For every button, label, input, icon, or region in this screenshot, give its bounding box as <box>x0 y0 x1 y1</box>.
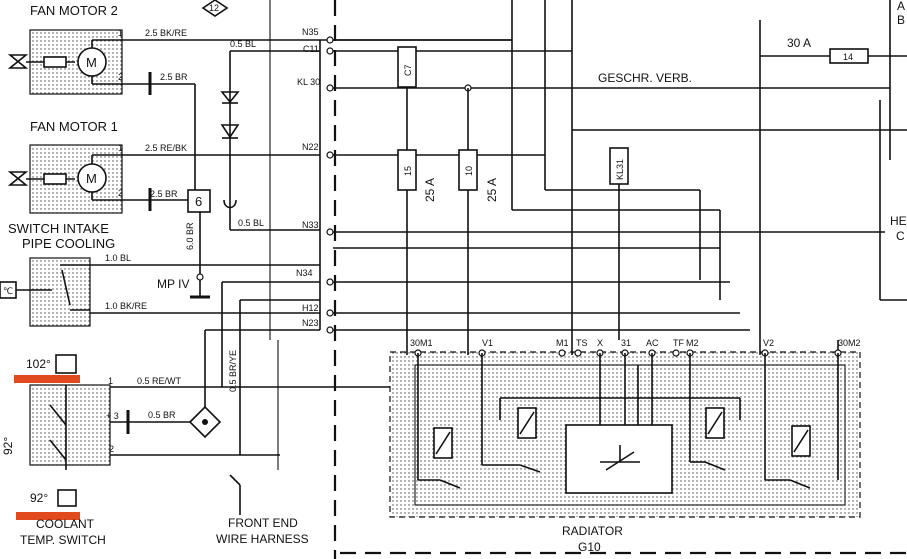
svg-text:92°: 92° <box>1 437 15 455</box>
svg-text:15: 15 <box>403 166 413 176</box>
svg-text:0.5 BR/YE: 0.5 BR/YE <box>228 350 238 392</box>
diode-chain: 0.5 BL 0.5 BL 12 <box>201 0 320 231</box>
svg-text:TS: TS <box>576 338 588 348</box>
svg-text:6: 6 <box>195 194 202 209</box>
svg-text:RADIATOR: RADIATOR <box>562 524 623 538</box>
temp-102-sensor-icon <box>55 354 77 374</box>
svg-text:KL31: KL31 <box>615 159 625 180</box>
intake-switch-body <box>29 257 91 327</box>
svg-text:25 A: 25 A <box>485 178 499 202</box>
temp-92-sensor-icon <box>57 489 77 507</box>
svg-text:C7: C7 <box>403 64 413 76</box>
svg-text:B: B <box>897 13 905 27</box>
switch-intake-pipe-cooling: SWITCH INTAKE PIPE COOLING ℃ 1.0 BL 1.0 … <box>0 221 320 327</box>
svg-text:1.0 BL: 1.0 BL <box>105 253 131 263</box>
svg-text:14: 14 <box>843 52 853 62</box>
plug-icon <box>223 199 237 209</box>
fuse-column: C7 15 25 A 10 25 A KL31 <box>397 46 629 340</box>
svg-text:0.5 BL: 0.5 BL <box>238 218 264 228</box>
svg-text:X: X <box>597 338 603 348</box>
fan-1-blade-icon <box>7 171 29 186</box>
svg-text:A: A <box>897 0 905 13</box>
coolant-temp-switch: 102° 1 0.5 RE/WT + 3 0.5 BR 2 92° 92° CO… <box>1 354 520 547</box>
svg-text:+ 3: + 3 <box>106 411 119 421</box>
fan-motor-2: FAN MOTOR 2 M 1 2 <box>7 3 123 95</box>
svg-text:30M1: 30M1 <box>410 338 433 348</box>
svg-text:V2: V2 <box>763 338 774 348</box>
svg-text:G10: G10 <box>578 540 601 554</box>
svg-text:0.5 BL: 0.5 BL <box>230 39 256 49</box>
svg-text:M1: M1 <box>556 338 569 348</box>
svg-text:N22: N22 <box>302 142 319 152</box>
ref-12-diamond <box>201 0 229 17</box>
svg-text:N34: N34 <box>296 268 313 278</box>
svg-text:PIPE COOLING: PIPE COOLING <box>22 236 115 251</box>
svg-text:COOLANT: COOLANT <box>36 517 95 531</box>
svg-text:2.5 RE/BK: 2.5 RE/BK <box>145 143 187 153</box>
svg-text:V1: V1 <box>482 338 493 348</box>
svg-text:M2: M2 <box>686 338 699 348</box>
svg-text:92°: 92° <box>30 491 48 505</box>
svg-text:M: M <box>86 171 97 186</box>
svg-text:30 A: 30 A <box>787 36 811 50</box>
svg-text:HE: HE <box>890 214 907 228</box>
svg-text:10: 10 <box>464 166 474 176</box>
ground-point-6 <box>187 189 211 213</box>
svg-text:2: 2 <box>118 188 123 198</box>
svg-text:TEMP. SWITCH: TEMP. SWITCH <box>20 533 106 547</box>
fan-motor-1: FAN MOTOR 1 M 1 2 <box>7 119 123 214</box>
svg-text:KL 30: KL 30 <box>297 77 320 87</box>
svg-text:2.5 BR: 2.5 BR <box>150 189 178 199</box>
diode-1-icon <box>220 91 240 104</box>
fan-motor-2-label: FAN MOTOR 2 <box>30 3 118 18</box>
svg-text:TF: TF <box>673 338 684 348</box>
highlight-102 <box>14 375 80 383</box>
svg-text:0.5 BR: 0.5 BR <box>148 410 176 420</box>
svg-text:℃: ℃ <box>3 286 13 296</box>
svg-text:12: 12 <box>209 3 219 13</box>
svg-text:H12: H12 <box>302 303 319 313</box>
riser-wires: 0.5 BR/YE FRONT END WIRE HARNESS <box>204 281 320 546</box>
svg-text:31: 31 <box>621 338 631 348</box>
main-bus: GESCHR. VERB. 30 A 14 <box>333 0 907 340</box>
svg-text:FRONT END: FRONT END <box>228 516 298 530</box>
svg-text:2.5 BK/RE: 2.5 BK/RE <box>145 28 187 38</box>
svg-text:2: 2 <box>109 444 114 454</box>
svg-text:2: 2 <box>118 72 123 82</box>
radiator-g10: 30M1 V1 M1 TS X 31 AC TF M2 V2 30M2 <box>389 338 861 554</box>
coolant-switch-body <box>29 384 111 466</box>
svg-text:102°: 102° <box>26 357 51 371</box>
svg-text:MP IV: MP IV <box>157 277 189 291</box>
svg-text:1: 1 <box>118 28 123 38</box>
svg-text:C: C <box>896 229 905 243</box>
svg-text:6.0 BR: 6.0 BR <box>185 222 195 250</box>
svg-text:25 A: 25 A <box>423 178 437 202</box>
svg-text:GESCHR. VERB.: GESCHR. VERB. <box>598 71 692 85</box>
svg-text:N35: N35 <box>302 27 319 37</box>
svg-text:2.5 BR: 2.5 BR <box>160 72 188 82</box>
fan-2-blade-icon <box>7 54 29 69</box>
svg-text:1: 1 <box>108 376 113 386</box>
connector-block: N35 C11 KL 30 N22 N33 N34 H12 N23 <box>296 27 334 334</box>
svg-text:SWITCH INTAKE: SWITCH INTAKE <box>8 221 109 236</box>
svg-text:AC: AC <box>646 338 659 348</box>
svg-text:0.5 RE/WT: 0.5 RE/WT <box>137 376 182 386</box>
svg-text:WIRE HARNESS: WIRE HARNESS <box>216 532 309 546</box>
control-module <box>565 424 673 494</box>
fan-motor-1-label: FAN MOTOR 1 <box>30 119 118 134</box>
svg-text:C11: C11 <box>303 44 319 54</box>
svg-text:M: M <box>86 55 97 70</box>
fan-2-shaft <box>43 56 67 68</box>
fan-wiring: 2.5 BK/RE 2.5 BR 2.5 RE/BK 2.5 BR 6 6.0 … <box>122 28 512 299</box>
svg-text:N33: N33 <box>302 220 319 230</box>
svg-text:1: 1 <box>118 143 123 153</box>
svg-text:30M2: 30M2 <box>838 338 861 348</box>
svg-text:1.0 BK/RE: 1.0 BK/RE <box>105 301 147 311</box>
svg-text:N23: N23 <box>302 318 319 328</box>
highlight-92 <box>16 512 80 520</box>
fan-1-shaft <box>43 173 67 185</box>
diode-2-icon <box>220 124 240 139</box>
